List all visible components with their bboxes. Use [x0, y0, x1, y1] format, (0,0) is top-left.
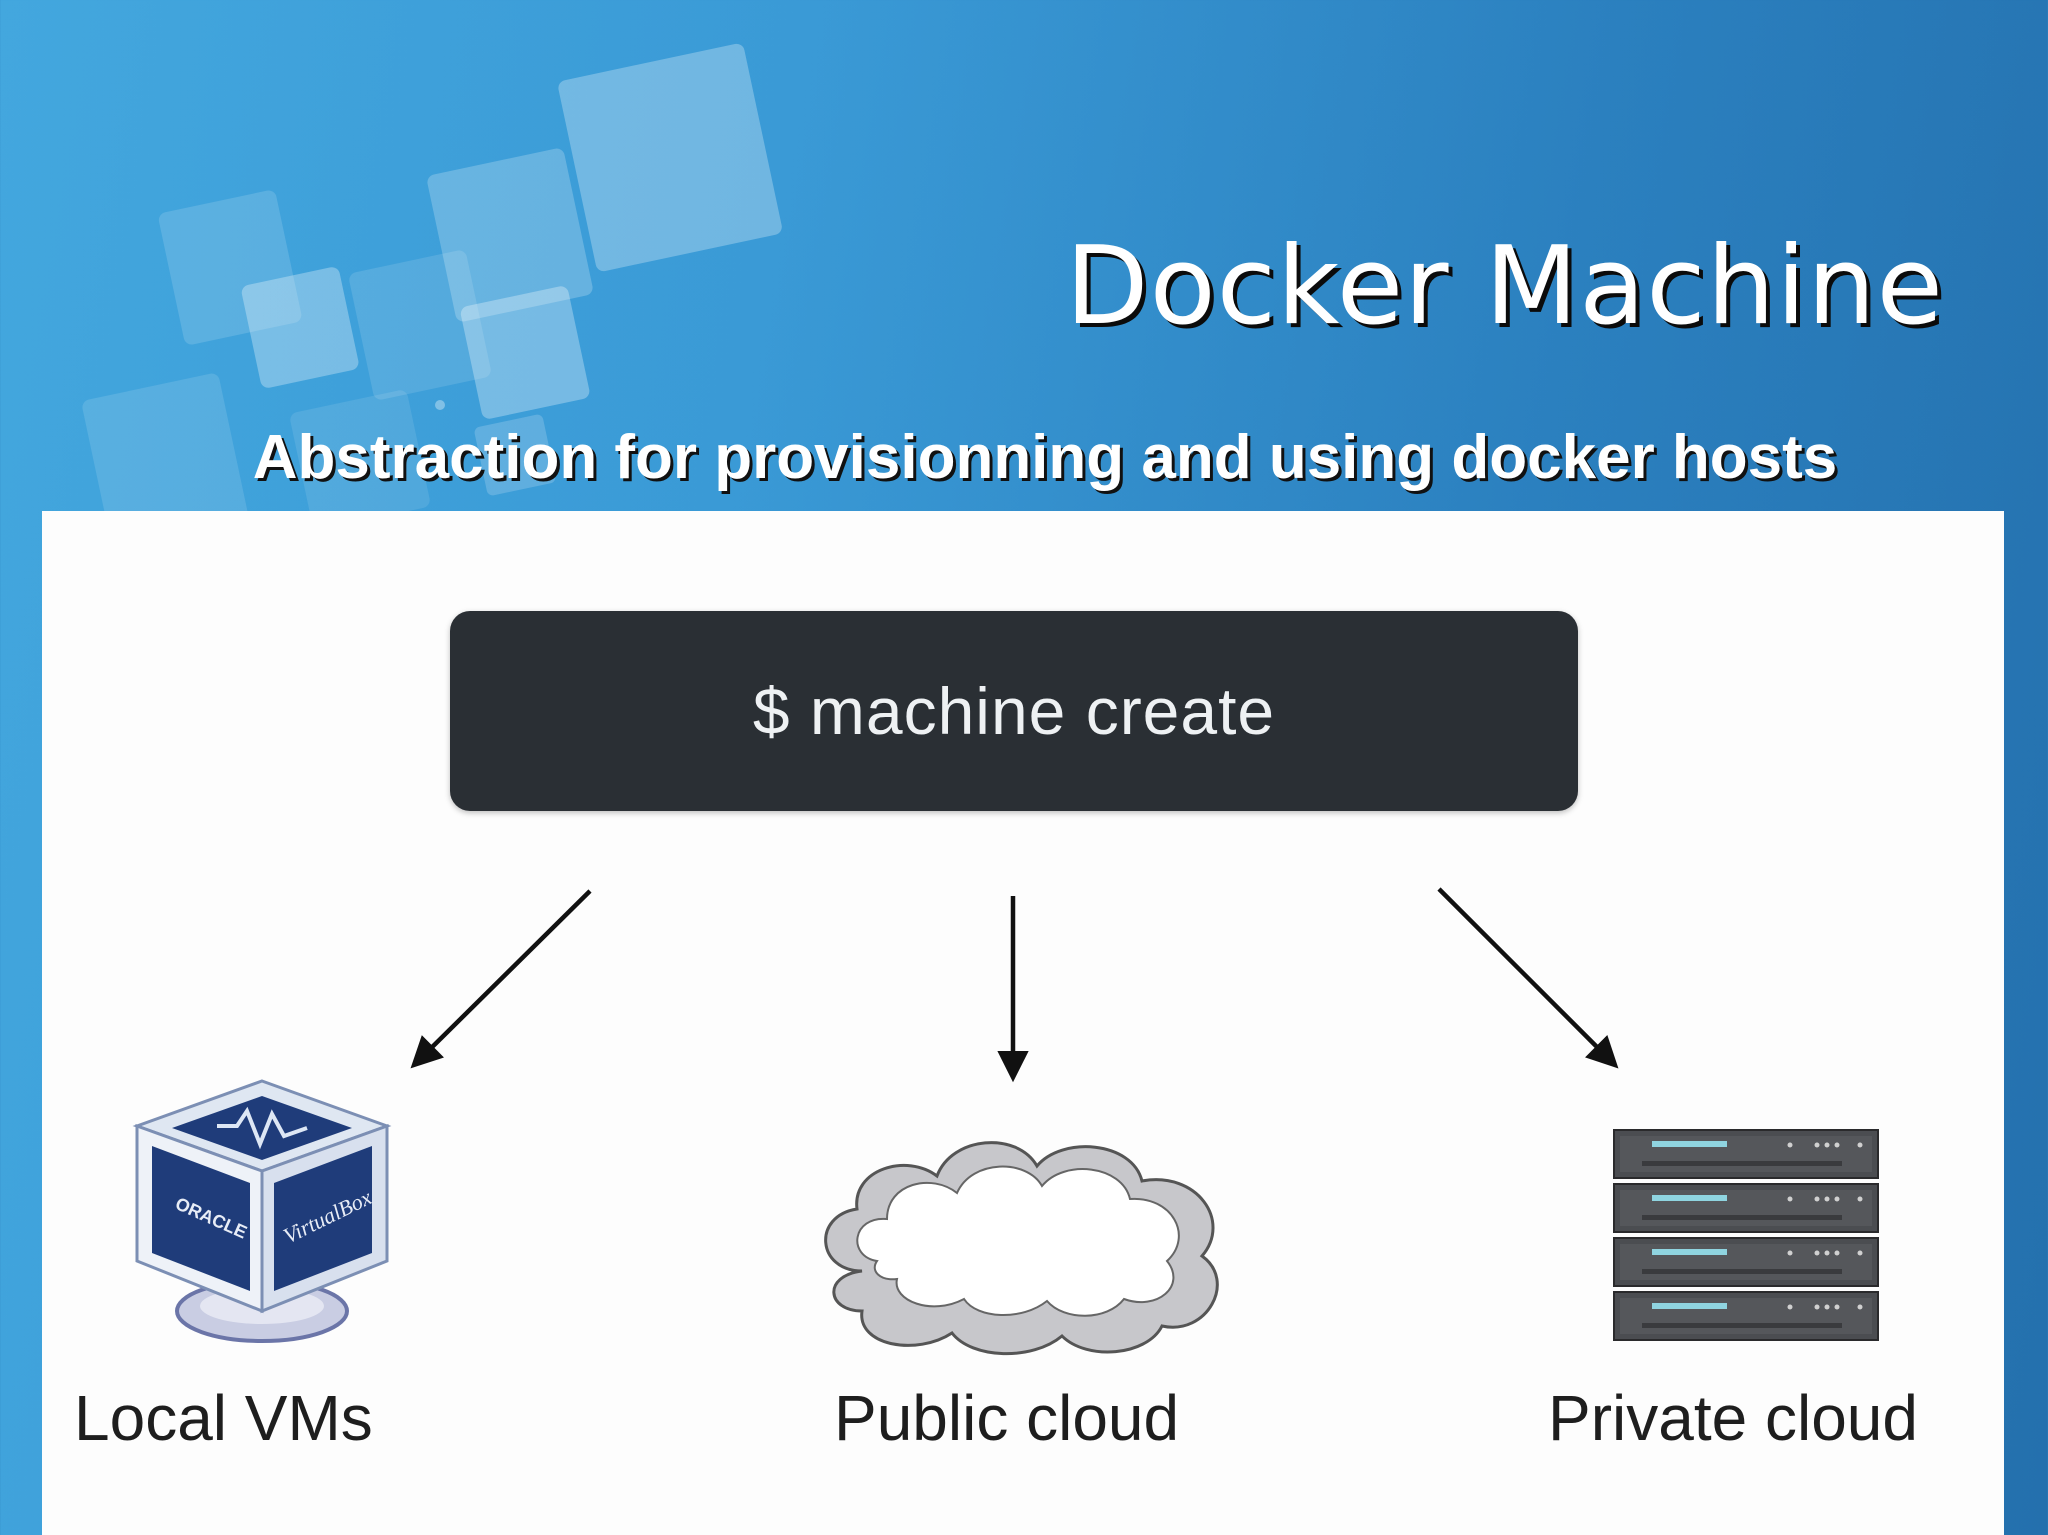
arrow-to-private-cloud: [1437, 887, 1619, 1069]
label-local-vms: Local VMs: [74, 1382, 373, 1454]
virtualbox-icon: ORACLE VirtualBox: [132, 1079, 392, 1343]
decorative-squares: [82, 43, 782, 547]
label-public-cloud: Public cloud: [834, 1382, 1180, 1454]
cloud-icon: [824, 1141, 1219, 1356]
arrow-to-local-vms: [410, 889, 592, 1069]
slide-subtitle: Abstraction for provisionning and using …: [252, 423, 1838, 492]
diagram-panel: $ machine create ORACLE VirtualBox: [42, 511, 2004, 1535]
arrows: [410, 887, 1619, 1083]
slide-title: Docker Machine: [1065, 224, 1944, 349]
label-private-cloud: Private cloud: [1548, 1382, 1918, 1454]
command-text: $ machine create: [752, 674, 1276, 748]
server-rack-icon: [1613, 1129, 1879, 1341]
command-box: $ machine create: [450, 611, 1578, 811]
